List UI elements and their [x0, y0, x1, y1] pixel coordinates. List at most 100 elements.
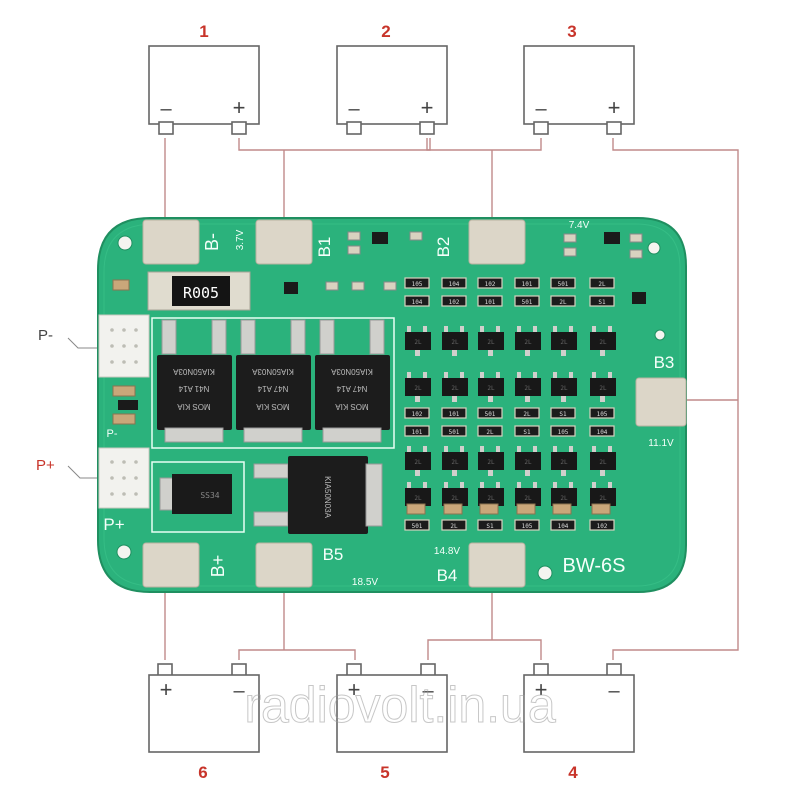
battery-3-number: 3 — [567, 22, 576, 41]
smd-resistor: 102 — [441, 295, 467, 307]
label-b-minus: B- — [202, 233, 222, 251]
svg-text:102: 102 — [597, 523, 608, 530]
bottom-batteries — [148, 663, 635, 753]
sot23-transistor: 2L — [442, 326, 468, 356]
svg-text:2L: 2L — [524, 339, 532, 346]
mounting-hole-tl — [117, 235, 133, 251]
pad-b-plus — [142, 542, 200, 588]
svg-text:2L: 2L — [451, 495, 459, 502]
svg-text:MOS KIA: MOS KIA — [256, 402, 290, 411]
sot23-transistor: 2L — [405, 372, 431, 402]
svg-text:KIA50N03A: KIA50N03A — [172, 367, 214, 376]
svg-text:MOS KIA: MOS KIA — [335, 402, 369, 411]
pad-b-minus — [142, 219, 200, 265]
svg-text:2L: 2L — [487, 495, 495, 502]
label-board-model: BW-6S — [563, 555, 626, 577]
smd-resistor: 2L — [477, 425, 503, 437]
battery-3-minus: – — [535, 98, 547, 120]
svg-text:2L: 2L — [599, 385, 607, 392]
smd-resistor: 105 — [550, 425, 576, 437]
svg-text:501: 501 — [412, 523, 423, 530]
smd-resistor: 102 — [477, 277, 503, 289]
smd-resistor: 102 — [589, 519, 615, 531]
svg-text:2L: 2L — [559, 299, 567, 306]
mounting-hole-tr — [647, 241, 661, 255]
svg-text:S1: S1 — [598, 299, 606, 306]
label-p-plus-board: P+ — [103, 515, 124, 534]
svg-text:2L: 2L — [451, 339, 459, 346]
shunt-resistor-code: R005 — [183, 284, 219, 302]
battery-1 — [148, 45, 260, 135]
svg-text:501: 501 — [449, 429, 460, 436]
svg-text:101: 101 — [449, 411, 460, 418]
svg-text:KIA50N03A: KIA50N03A — [323, 476, 332, 518]
sot23-transistor: 2L — [590, 372, 616, 402]
svg-text:2L: 2L — [487, 385, 495, 392]
battery-4 — [523, 663, 635, 753]
mounting-hole-br — [537, 565, 553, 581]
watermark: radiovolt.in.ua — [244, 677, 555, 733]
svg-text:2L: 2L — [599, 495, 607, 502]
svg-text:2L: 2L — [487, 339, 495, 346]
label-b1: B1 — [315, 237, 334, 258]
battery-1-minus: – — [160, 98, 172, 120]
svg-text:2L: 2L — [487, 459, 495, 466]
smd-resistor: 501 — [477, 407, 503, 419]
sot23-transistor: 2L — [478, 446, 504, 476]
pad-b5 — [255, 542, 313, 588]
svg-text:104: 104 — [597, 429, 608, 436]
battery-2 — [336, 45, 448, 135]
smd-resistor: 104 — [404, 295, 430, 307]
label-p-plus: P+ — [36, 457, 55, 474]
mosfet-2: KIA50N03A N47 A14 MOS KIA — [236, 319, 311, 443]
svg-text:2L: 2L — [524, 385, 532, 392]
smd-resistor: 105 — [514, 519, 540, 531]
battery-5-minus: – — [422, 680, 434, 702]
top-batteries — [148, 45, 635, 135]
svg-text:501: 501 — [558, 281, 569, 288]
smd-resistor: 101 — [477, 295, 503, 307]
battery-2-minus: – — [348, 98, 360, 120]
smd-capacitor — [552, 503, 572, 515]
battery-6-minus: – — [233, 680, 245, 702]
smd-resistor: 2L — [441, 519, 467, 531]
smd-resistor: 104 — [589, 425, 615, 437]
sot23-transistor: 2L — [551, 372, 577, 402]
smd-resistor: 104 — [441, 277, 467, 289]
svg-text:S1: S1 — [523, 429, 531, 436]
pad-b1 — [255, 219, 313, 265]
mounting-hole-r — [654, 329, 666, 341]
smd-resistor: 2L — [514, 407, 540, 419]
mosfet-4: KIA50N03A — [253, 456, 383, 534]
battery-2-plus: + — [421, 95, 434, 120]
smd-capacitor — [516, 503, 536, 515]
battery-5-plus: + — [348, 677, 361, 702]
svg-text:2L: 2L — [523, 411, 531, 418]
svg-text:102: 102 — [449, 299, 460, 306]
svg-text:2L: 2L — [524, 459, 532, 466]
smd-resistor: S1 — [589, 295, 615, 307]
external-labels: P- P+ — [36, 327, 55, 474]
wire-b1-to-b2 — [238, 138, 431, 151]
svg-text:2L: 2L — [414, 385, 422, 392]
svg-text:KIA50N03A: KIA50N03A — [330, 367, 372, 376]
battery-6-plus: + — [160, 677, 173, 702]
sot23-transistor: 2L — [590, 446, 616, 476]
smd-resistor: 105 — [589, 407, 615, 419]
label-b-plus: B+ — [208, 555, 228, 578]
sot23-transistor: 2L — [590, 326, 616, 356]
svg-text:2L: 2L — [414, 459, 422, 466]
smd-resistor: 501 — [550, 277, 576, 289]
mounting-hole-bl — [116, 544, 132, 560]
svg-text:N41 A14: N41 A14 — [178, 384, 209, 393]
smd-resistor: S1 — [477, 519, 503, 531]
sot23-transistor: 2L — [551, 446, 577, 476]
svg-text:104: 104 — [449, 281, 460, 288]
sot23-transistor: 2L — [405, 326, 431, 356]
smd-resistor: 104 — [550, 519, 576, 531]
sot23-transistor: 2L — [478, 326, 504, 356]
label-14v8: 14.8V — [434, 546, 460, 557]
svg-text:2L: 2L — [560, 339, 568, 346]
